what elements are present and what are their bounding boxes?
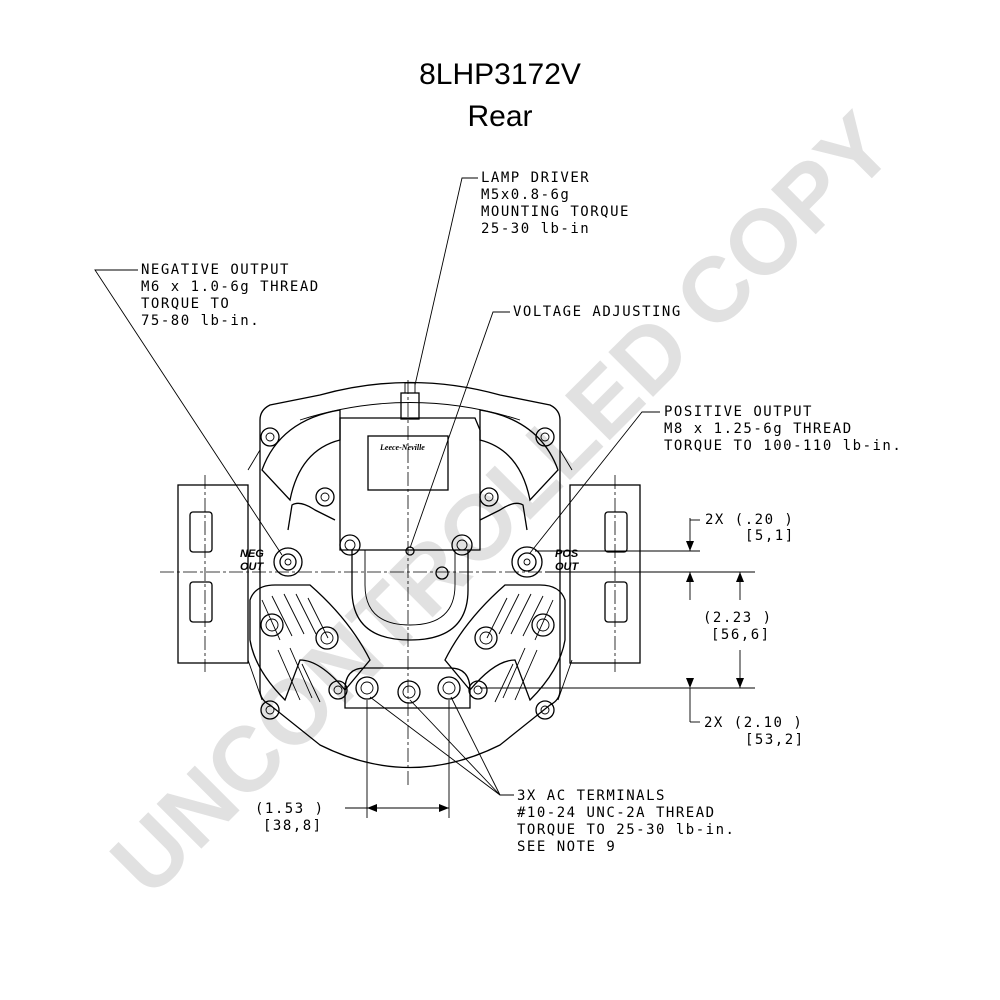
ac-terminals-line3: TORQUE TO 25-30 lb-in. — [517, 822, 735, 838]
drawing-subtitle: Rear — [467, 100, 533, 133]
negative-output-line4: 75-80 lb-in. — [141, 313, 260, 329]
voltage-adjusting-label: VOLTAGE ADJUSTING — [513, 304, 682, 320]
drawing-title: 8LHP3172V — [419, 58, 581, 91]
housing — [247, 381, 573, 769]
ac-terminal-block — [344, 667, 471, 709]
rectifier-heatsink-left — [249, 584, 371, 703]
negative-output-line1: NEGATIVE OUTPUT — [141, 262, 290, 278]
dim-pos-offset-mm: [5,1] — [745, 528, 795, 544]
pos-label-line2: OUT — [555, 561, 580, 573]
positive-output-terminal — [511, 546, 543, 578]
lamp-driver-line2: M5x0.8-6g — [481, 187, 570, 203]
negative-output-line2: M6 x 1.0-6g THREAD — [141, 279, 320, 295]
ac-terminals-line4: SEE NOTE 9 — [517, 839, 616, 855]
rectifier-heatsink-right — [444, 584, 566, 703]
dim-ac-offset-mm: [53,2] — [745, 732, 805, 748]
neg-label-line1: NEG — [240, 548, 264, 560]
negative-output-line3: TORQUE TO — [141, 296, 230, 312]
pos-label-line1: POS — [555, 548, 579, 560]
positive-output-line1: POSITIVE OUTPUT — [664, 404, 813, 420]
dim-vertical-in: (2.23 ) — [703, 610, 773, 626]
positive-output-line2: M8 x 1.25-6g THREAD — [664, 421, 853, 437]
ac-terminals-line2: #10-24 UNC-2A THREAD — [517, 805, 716, 821]
logo-text: Leece-Neville — [379, 443, 425, 452]
negative-output-terminal — [273, 547, 303, 577]
ac-terminals-line1: 3X AC TERMINALS — [517, 788, 666, 804]
leader-lines — [94, 177, 660, 796]
positive-output-line3: TORQUE TO 100-110 lb-in. — [664, 438, 902, 454]
dim-vertical-mm: [56,6] — [711, 627, 771, 643]
lamp-driver-line4: 25-30 lb-in — [481, 221, 590, 237]
dim-ac-offset-in: 2X (2.10 ) — [704, 715, 803, 731]
dim-pos-offset-in: 2X (.20 ) — [705, 512, 794, 528]
lamp-driver-line1: LAMP DRIVER — [481, 170, 590, 186]
lamp-driver-line3: MOUNTING TORQUE — [481, 204, 630, 220]
neg-label-line2: OUT — [240, 561, 265, 573]
dim-ac-spacing-mm: [38,8] — [263, 818, 323, 834]
dim-ac-spacing-in: (1.53 ) — [255, 801, 325, 817]
dimension-lines — [345, 518, 755, 818]
mounting-ears — [177, 484, 641, 664]
